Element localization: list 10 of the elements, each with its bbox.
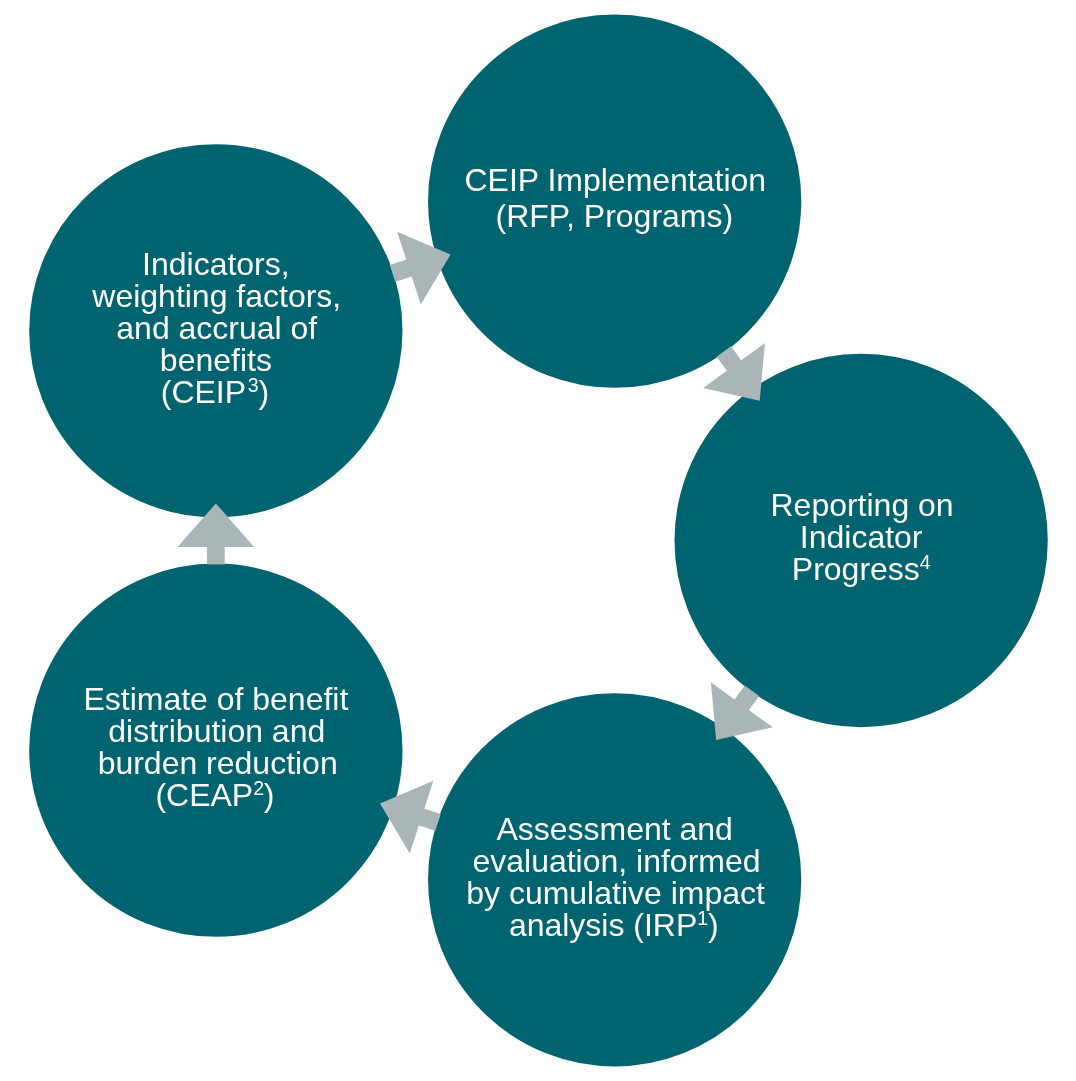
node-circle: Reporting on Indicator Progress$^{4}$ — [674, 353, 1048, 728]
arrow — [379, 780, 441, 854]
node-circle: Indicators, weighting factors, and accrual of benefits (CEIP$^{3}$) — [28, 144, 402, 518]
arrow — [177, 503, 254, 565]
arrow — [710, 682, 773, 741]
arrow — [389, 231, 451, 305]
arrow — [702, 343, 765, 401]
node-circle: CEIP Implementation (RFP, Programs) — [427, 14, 801, 388]
node-circle: Assessment and evaluation, informed by cumulative impact analysis (IRP$^{1}$) — [427, 693, 801, 1067]
node-circle: Estimate of benefit distribution and burden reduction (CEAP$^{2}$) — [28, 563, 402, 937]
